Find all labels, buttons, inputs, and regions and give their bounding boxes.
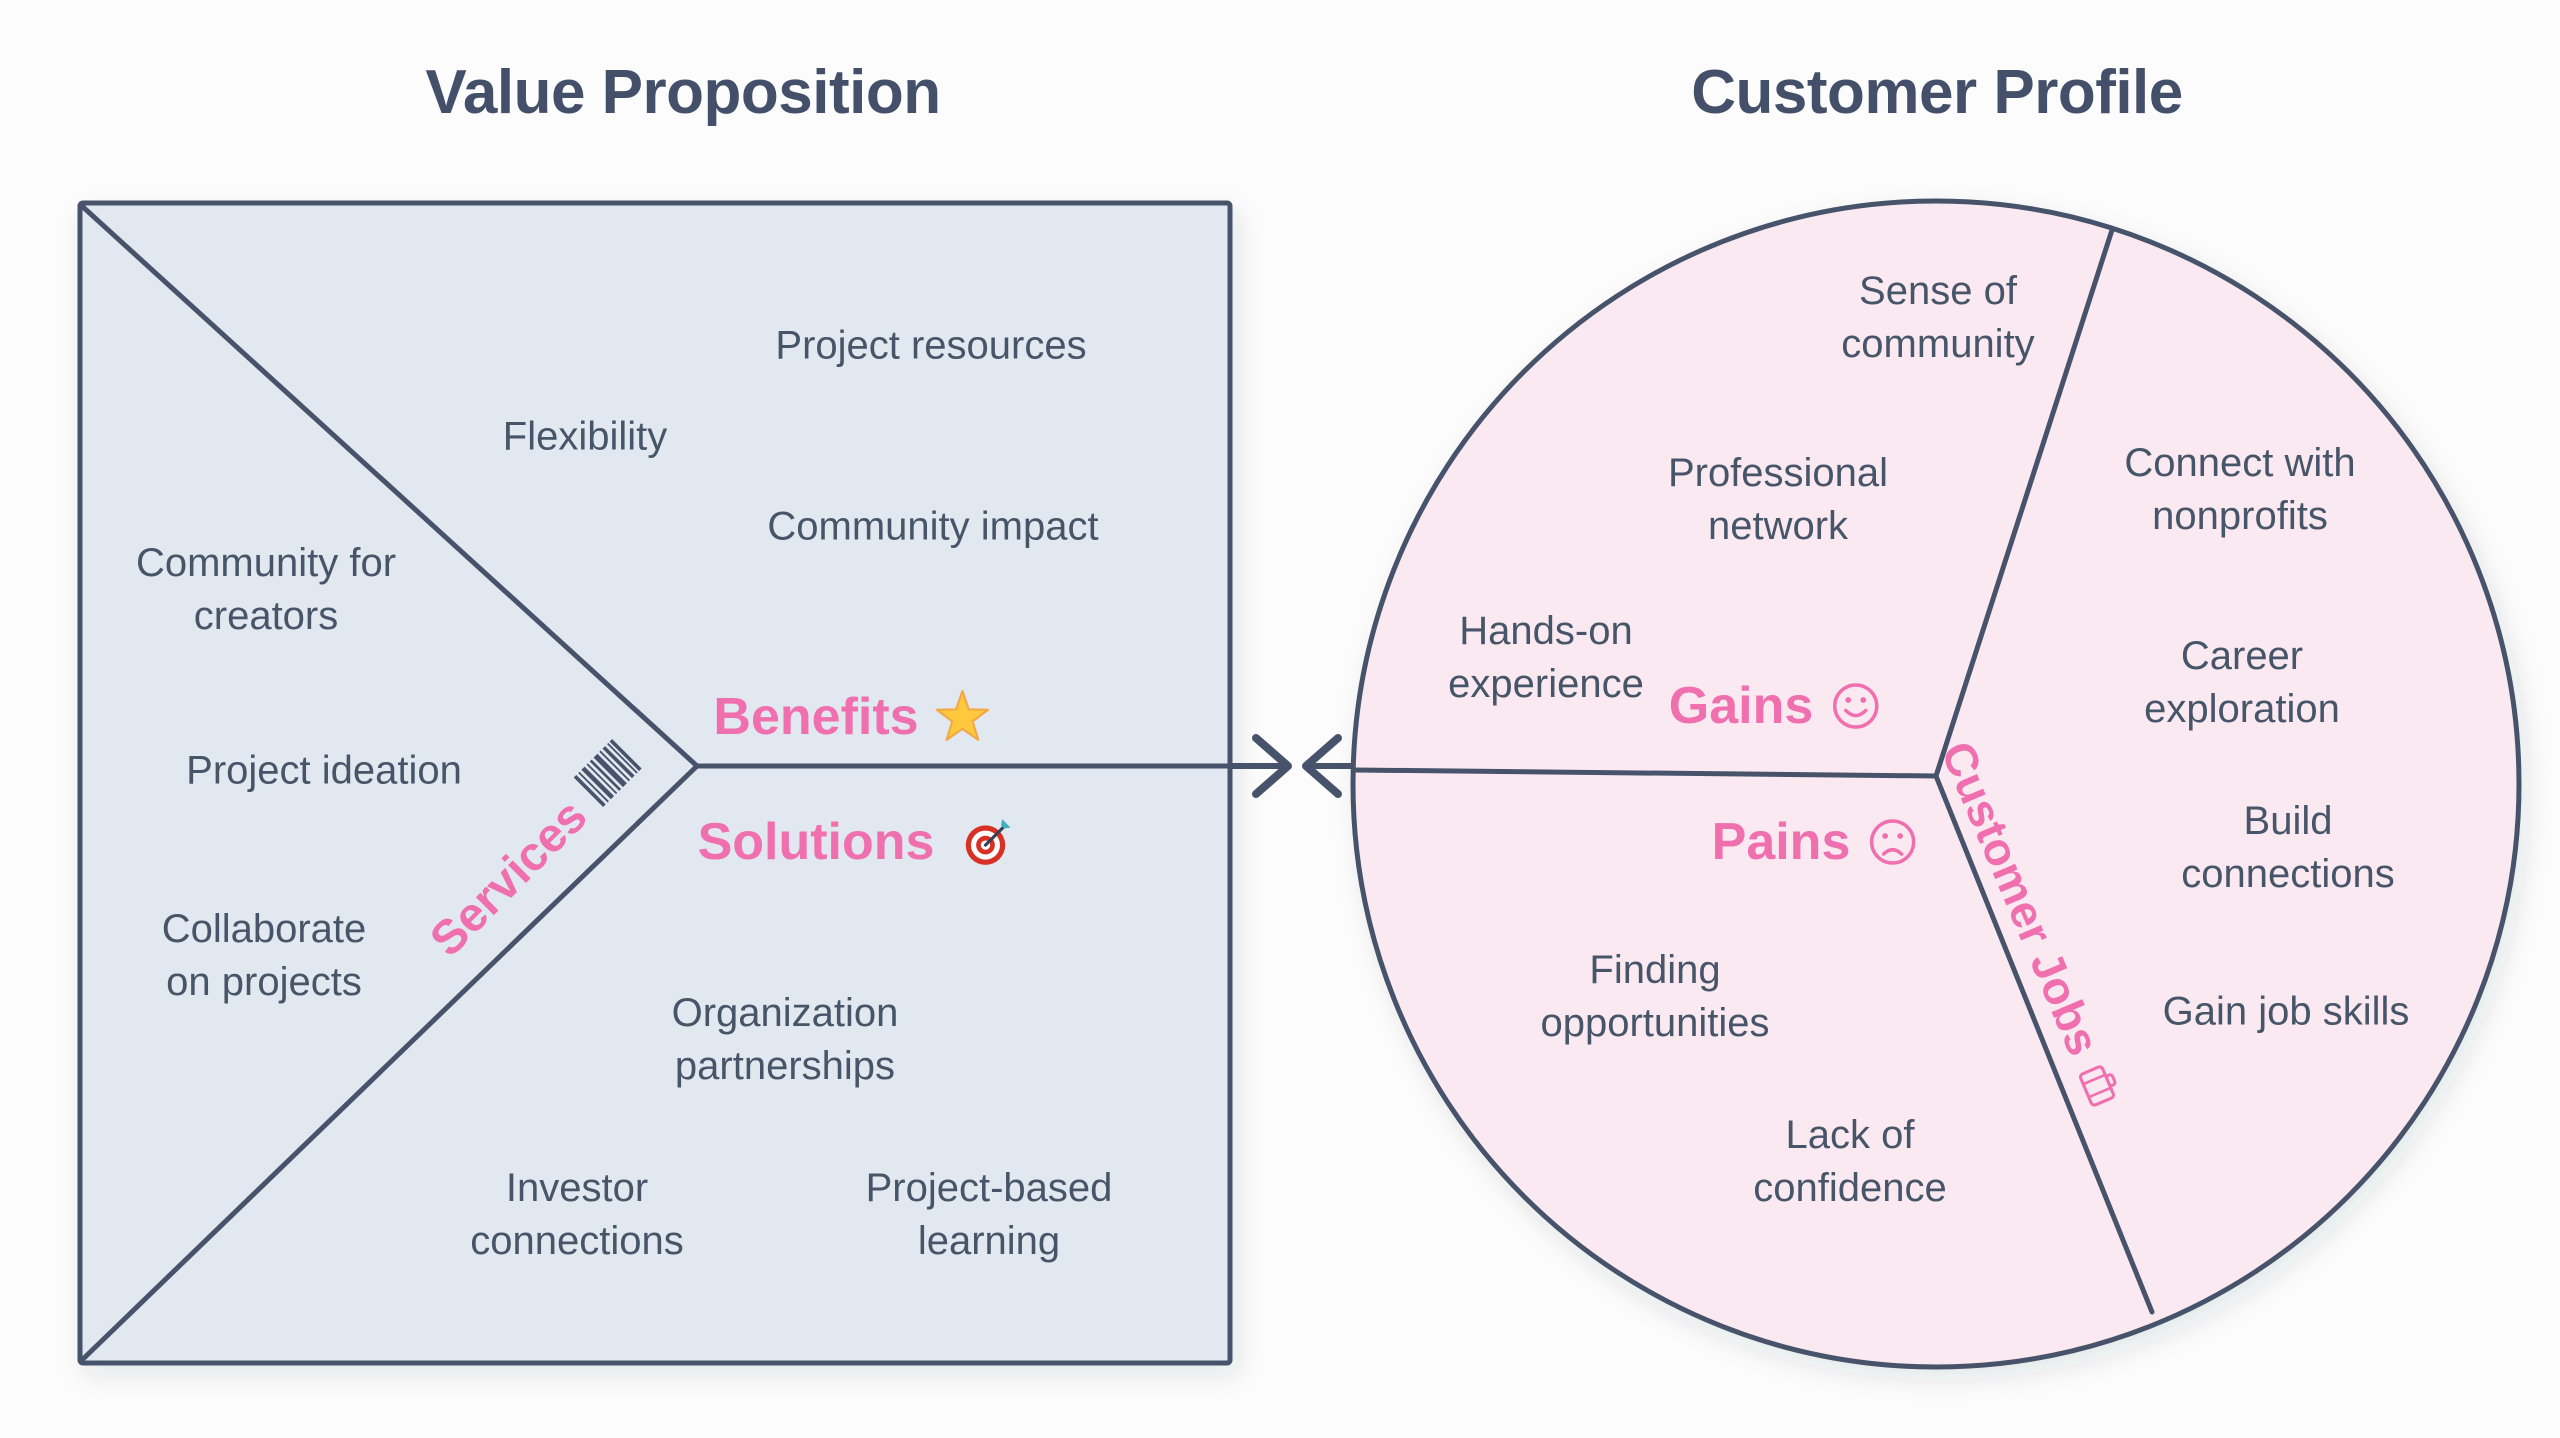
smiling-face-icon bbox=[1832, 683, 1878, 729]
customer-jobs-section-label: Customer Jobs bbox=[1930, 734, 2133, 1117]
vp-item-community-impact: Community impact bbox=[767, 504, 1099, 549]
pains-section-label: Pains bbox=[1712, 812, 1919, 872]
square-diagonal-bottom bbox=[80, 763, 700, 1362]
square-diagonal-top bbox=[80, 204, 700, 769]
cp-item-sense-of-community: Sense of community bbox=[1841, 269, 2035, 366]
services-section-label: Services bbox=[420, 737, 651, 968]
cp-item-finding-opportunities: Finding opportunities bbox=[1540, 948, 1770, 1045]
solutions-section-label: Solutions bbox=[698, 812, 1015, 872]
value-proposition-title: Value Proposition bbox=[425, 58, 941, 128]
pains-label-text: Pains bbox=[1711, 813, 1851, 871]
customer-profile-title: Customer Profile bbox=[1691, 58, 2183, 128]
vp-item-project-ideation: Project ideation bbox=[186, 748, 462, 793]
vp-item-flexibility: Flexibility bbox=[502, 414, 668, 459]
pains-jobs-divider bbox=[1933, 773, 2155, 1315]
gains-label-text: Gains bbox=[1668, 677, 1814, 735]
barcode-icon bbox=[572, 739, 641, 807]
vp-item-project-resources: Project resources bbox=[775, 323, 1087, 368]
value-proposition-square bbox=[77, 200, 1233, 1366]
frowning-face-icon bbox=[1869, 819, 1916, 865]
cp-item-build-connections: Build connections bbox=[2181, 799, 2395, 896]
cp-item-career-exploration: Career exploration bbox=[2144, 634, 2340, 731]
dart-target-icon bbox=[965, 819, 1011, 865]
vp-item-community-for-creators: Community for creators bbox=[135, 541, 397, 638]
cp-item-lack-of-confidence: Lack of confidence bbox=[1753, 1113, 1947, 1210]
gains-pains-divider bbox=[1352, 767, 1939, 779]
fit-arrows-icon bbox=[1232, 734, 1353, 798]
cp-item-connect-with-nonprofits: Connect with nonprofits bbox=[2124, 441, 2356, 538]
customer-profile-circle bbox=[1350, 198, 2522, 1370]
cp-item-professional-network: Professional network bbox=[1667, 451, 1889, 548]
benefits-section-label: Benefits bbox=[713, 687, 990, 747]
cp-item-gain-job-skills: Gain job skills bbox=[2162, 989, 2410, 1034]
gains-jobs-divider bbox=[1933, 227, 2115, 779]
cp-item-hands-on-experience: Hands-on experience bbox=[1448, 609, 1644, 706]
vp-item-collaborate-on-projects: Collaborate on projects bbox=[161, 907, 367, 1004]
vp-item-project-based-learning: Project-based learning bbox=[865, 1166, 1113, 1263]
vp-item-investor-connections: Investor connections bbox=[470, 1166, 684, 1263]
solutions-label-text: Solutions bbox=[697, 813, 935, 871]
vp-item-organization-partnerships: Organization partnerships bbox=[671, 991, 899, 1088]
benefits-label-text: Benefits bbox=[713, 688, 919, 746]
gains-section-label: Gains bbox=[1669, 676, 1882, 736]
star-icon bbox=[935, 690, 990, 741]
briefcase-icon bbox=[2078, 1065, 2117, 1107]
